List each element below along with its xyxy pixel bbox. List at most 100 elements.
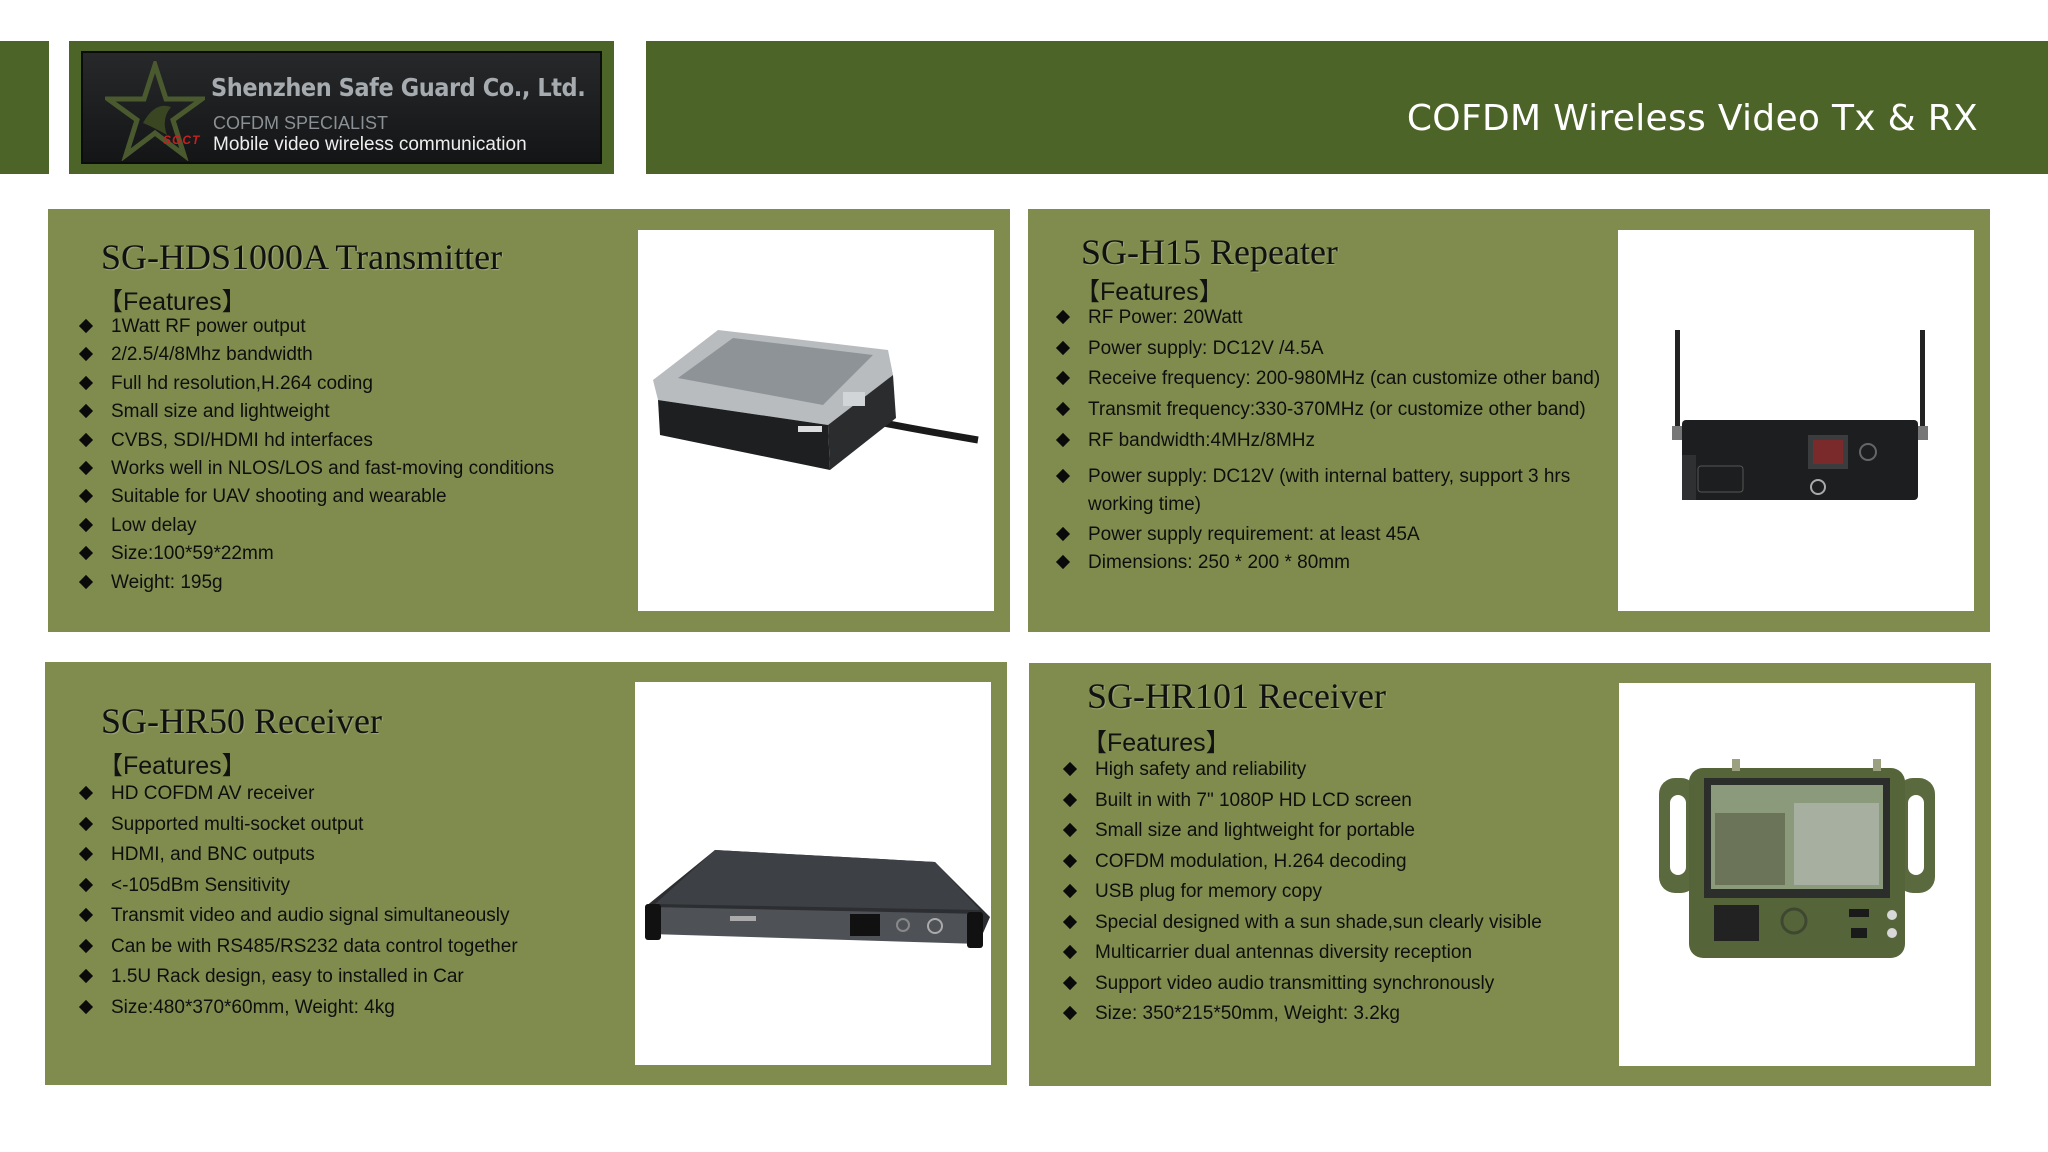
product-image: [635, 682, 991, 1065]
header-accent-bar: [0, 41, 49, 174]
feature-text: Low delay: [111, 514, 197, 536]
feature-text: <-105dBm Sensitivity: [111, 874, 290, 896]
star-logo-icon: [105, 61, 205, 161]
feature-text: HD COFDM AV receiver: [111, 783, 315, 804]
logo-abbreviation: SGCT: [163, 133, 201, 147]
diamond-bullet-icon: [78, 785, 94, 801]
features-heading: 【Features】: [98, 288, 247, 316]
feature-text: Special designed with a sun shade,sun cl…: [1095, 911, 1542, 933]
feature-text: Multicarrier dual antennas diversity rec…: [1095, 942, 1473, 963]
diamond-bullet-icon: [78, 816, 94, 831]
feature-text: Power supply requirement: at least 45A: [1088, 523, 1420, 545]
diamond-bullet-icon: [1062, 761, 1078, 777]
feature-item: Full hd resolution,H.264 coding: [78, 372, 554, 396]
diamond-bullet-icon: [78, 432, 94, 447]
feature-item: Multicarrier dual antennas diversity rec…: [1062, 941, 1542, 965]
feature-item: CVBS, SDI/HDMI hd interfaces: [78, 429, 554, 453]
diamond-bullet-icon: [1055, 468, 1071, 483]
product-panel-transmitter: SG-HDS1000A Transmitter 【Features】 1Watt…: [48, 209, 1010, 632]
feature-item: RF bandwidth:4MHz/8MHz: [1055, 429, 1615, 453]
diamond-bullet-icon: [78, 574, 94, 589]
feature-text: Support video audio transmitting synchro…: [1095, 972, 1495, 994]
feature-text: USB plug for memory copy: [1095, 881, 1323, 902]
company-tagline: Mobile video wireless communication: [213, 134, 527, 155]
feature-list: RF Power: 20Watt Power supply: DC12V /4.…: [1055, 306, 1615, 575]
feature-text: Full hd resolution,H.264 coding: [111, 372, 373, 394]
diamond-bullet-icon: [1062, 792, 1078, 807]
feature-text: Suitable for UAV shooting and wearable: [111, 486, 447, 508]
feature-text: Size:100*59*22mm: [111, 543, 274, 565]
feature-item: Support video audio transmitting synchro…: [1062, 972, 1542, 996]
header-title-bar: COFDM Wireless Video Tx & RX: [646, 41, 2048, 174]
feature-item: COFDM modulation, H.264 decoding: [1062, 850, 1542, 874]
product-title: SG-H15 Repeater: [1081, 232, 1338, 272]
product-title: SG-HDS1000A Transmitter: [101, 237, 503, 277]
feature-item: Small size and lightweight: [78, 400, 554, 424]
product-image: [1619, 683, 1975, 1066]
diamond-bullet-icon: [78, 375, 94, 390]
feature-text: CVBS, SDI/HDMI hd interfaces: [111, 429, 373, 451]
feature-text: Power supply: DC12V /4.5A: [1088, 337, 1324, 359]
diamond-bullet-icon: [78, 460, 94, 476]
features-heading: 【Features】: [1075, 278, 1224, 306]
feature-list: High safety and reliability Built in wit…: [1062, 758, 1542, 1026]
product-panel-portable-receiver: SG-HR101 Receiver 【Features】 High safety…: [1029, 663, 1991, 1086]
diamond-bullet-icon: [1055, 340, 1071, 355]
feature-item: Size: 350*215*50mm, Weight: 3.2kg: [1062, 1002, 1542, 1026]
feature-text: 1Watt RF power output: [111, 316, 306, 337]
diamond-bullet-icon: [1055, 554, 1071, 569]
feature-item: Low delay: [78, 514, 554, 538]
feature-item: Works well in NLOS/LOS and fast-moving c…: [78, 457, 554, 481]
rack-receiver-image: [645, 850, 990, 948]
feature-item: 1Watt RF power output: [78, 315, 554, 339]
diamond-bullet-icon: [78, 318, 94, 334]
feature-text: Can be with RS485/RS232 data control tog…: [111, 935, 518, 957]
feature-text: Dimensions: 250 * 200 * 80mm: [1088, 551, 1350, 573]
diamond-bullet-icon: [1055, 401, 1071, 417]
feature-text: 1.5U Rack design, easy to installed in C…: [111, 966, 464, 987]
features-heading: 【Features】: [98, 752, 247, 780]
diamond-bullet-icon: [78, 907, 94, 923]
diamond-bullet-icon: [1062, 883, 1078, 899]
feature-text: Weight: 195g: [111, 571, 223, 593]
feature-item: Power supply: DC12V /4.5A: [1055, 337, 1615, 361]
company-logo: SGCT Shenzhen Safe Guard Co., Ltd. COFDM…: [81, 51, 602, 164]
diamond-bullet-icon: [78, 404, 94, 419]
product-panel-repeater: SG-H15 Repeater 【Features】 RF Power: 20W…: [1028, 209, 1990, 632]
feature-text: Transmit video and audio signal simultan…: [111, 905, 510, 926]
feature-item: RF Power: 20Watt: [1055, 306, 1615, 330]
diamond-bullet-icon: [1055, 526, 1071, 541]
feature-text: Transmit frequency:330-370MHz (or custom…: [1088, 399, 1586, 421]
feature-text: Works well in NLOS/LOS and fast-moving c…: [111, 457, 555, 479]
feature-item: <-105dBm Sensitivity: [78, 874, 518, 898]
feature-item: Built in with 7" 1080P HD LCD screen: [1062, 789, 1542, 813]
feature-text: Supported multi-socket output: [111, 813, 364, 835]
diamond-bullet-icon: [78, 846, 94, 862]
feature-text: RF Power: 20Watt: [1088, 307, 1243, 328]
feature-item: Suitable for UAV shooting and wearable: [78, 485, 554, 509]
feature-item: Supported multi-socket output: [78, 813, 518, 837]
product-panel-rack-receiver: SG-HR50 Receiver 【Features】 HD COFDM AV …: [45, 662, 1007, 1085]
feature-text: RF bandwidth:4MHz/8MHz: [1088, 429, 1316, 451]
feature-item: HDMI, and BNC outputs: [78, 843, 518, 867]
feature-text: COFDM modulation, H.264 decoding: [1095, 850, 1407, 872]
diamond-bullet-icon: [78, 489, 94, 504]
feature-item: Weight: 195g: [78, 571, 554, 595]
feature-item: Special designed with a sun shade,sun cl…: [1062, 911, 1542, 935]
feature-item: Dimensions: 250 * 200 * 80mm: [1055, 551, 1615, 575]
company-logo-frame: SGCT Shenzhen Safe Guard Co., Ltd. COFDM…: [69, 41, 614, 174]
feature-item: Size:100*59*22mm: [78, 542, 554, 566]
feature-text: 2/2.5/4/8Mhz bandwidth: [111, 344, 313, 366]
feature-text: Power supply: DC12V (with internal batte…: [1088, 465, 1571, 515]
compact-transmitter-image: [653, 330, 979, 470]
feature-item: HD COFDM AV receiver: [78, 782, 518, 806]
diamond-bullet-icon: [78, 517, 94, 532]
company-subtitle: COFDM SPECIALIST: [213, 113, 389, 133]
feature-item: High safety and reliability: [1062, 758, 1542, 782]
feature-text: Size:480*370*60mm, Weight: 4kg: [111, 996, 395, 1018]
diamond-bullet-icon: [1062, 853, 1078, 868]
diamond-bullet-icon: [1062, 1005, 1078, 1021]
feature-item: Transmit frequency:330-370MHz (or custom…: [1055, 398, 1615, 422]
feature-item: 1.5U Rack design, easy to installed in C…: [78, 965, 518, 989]
diamond-bullet-icon: [78, 999, 94, 1014]
